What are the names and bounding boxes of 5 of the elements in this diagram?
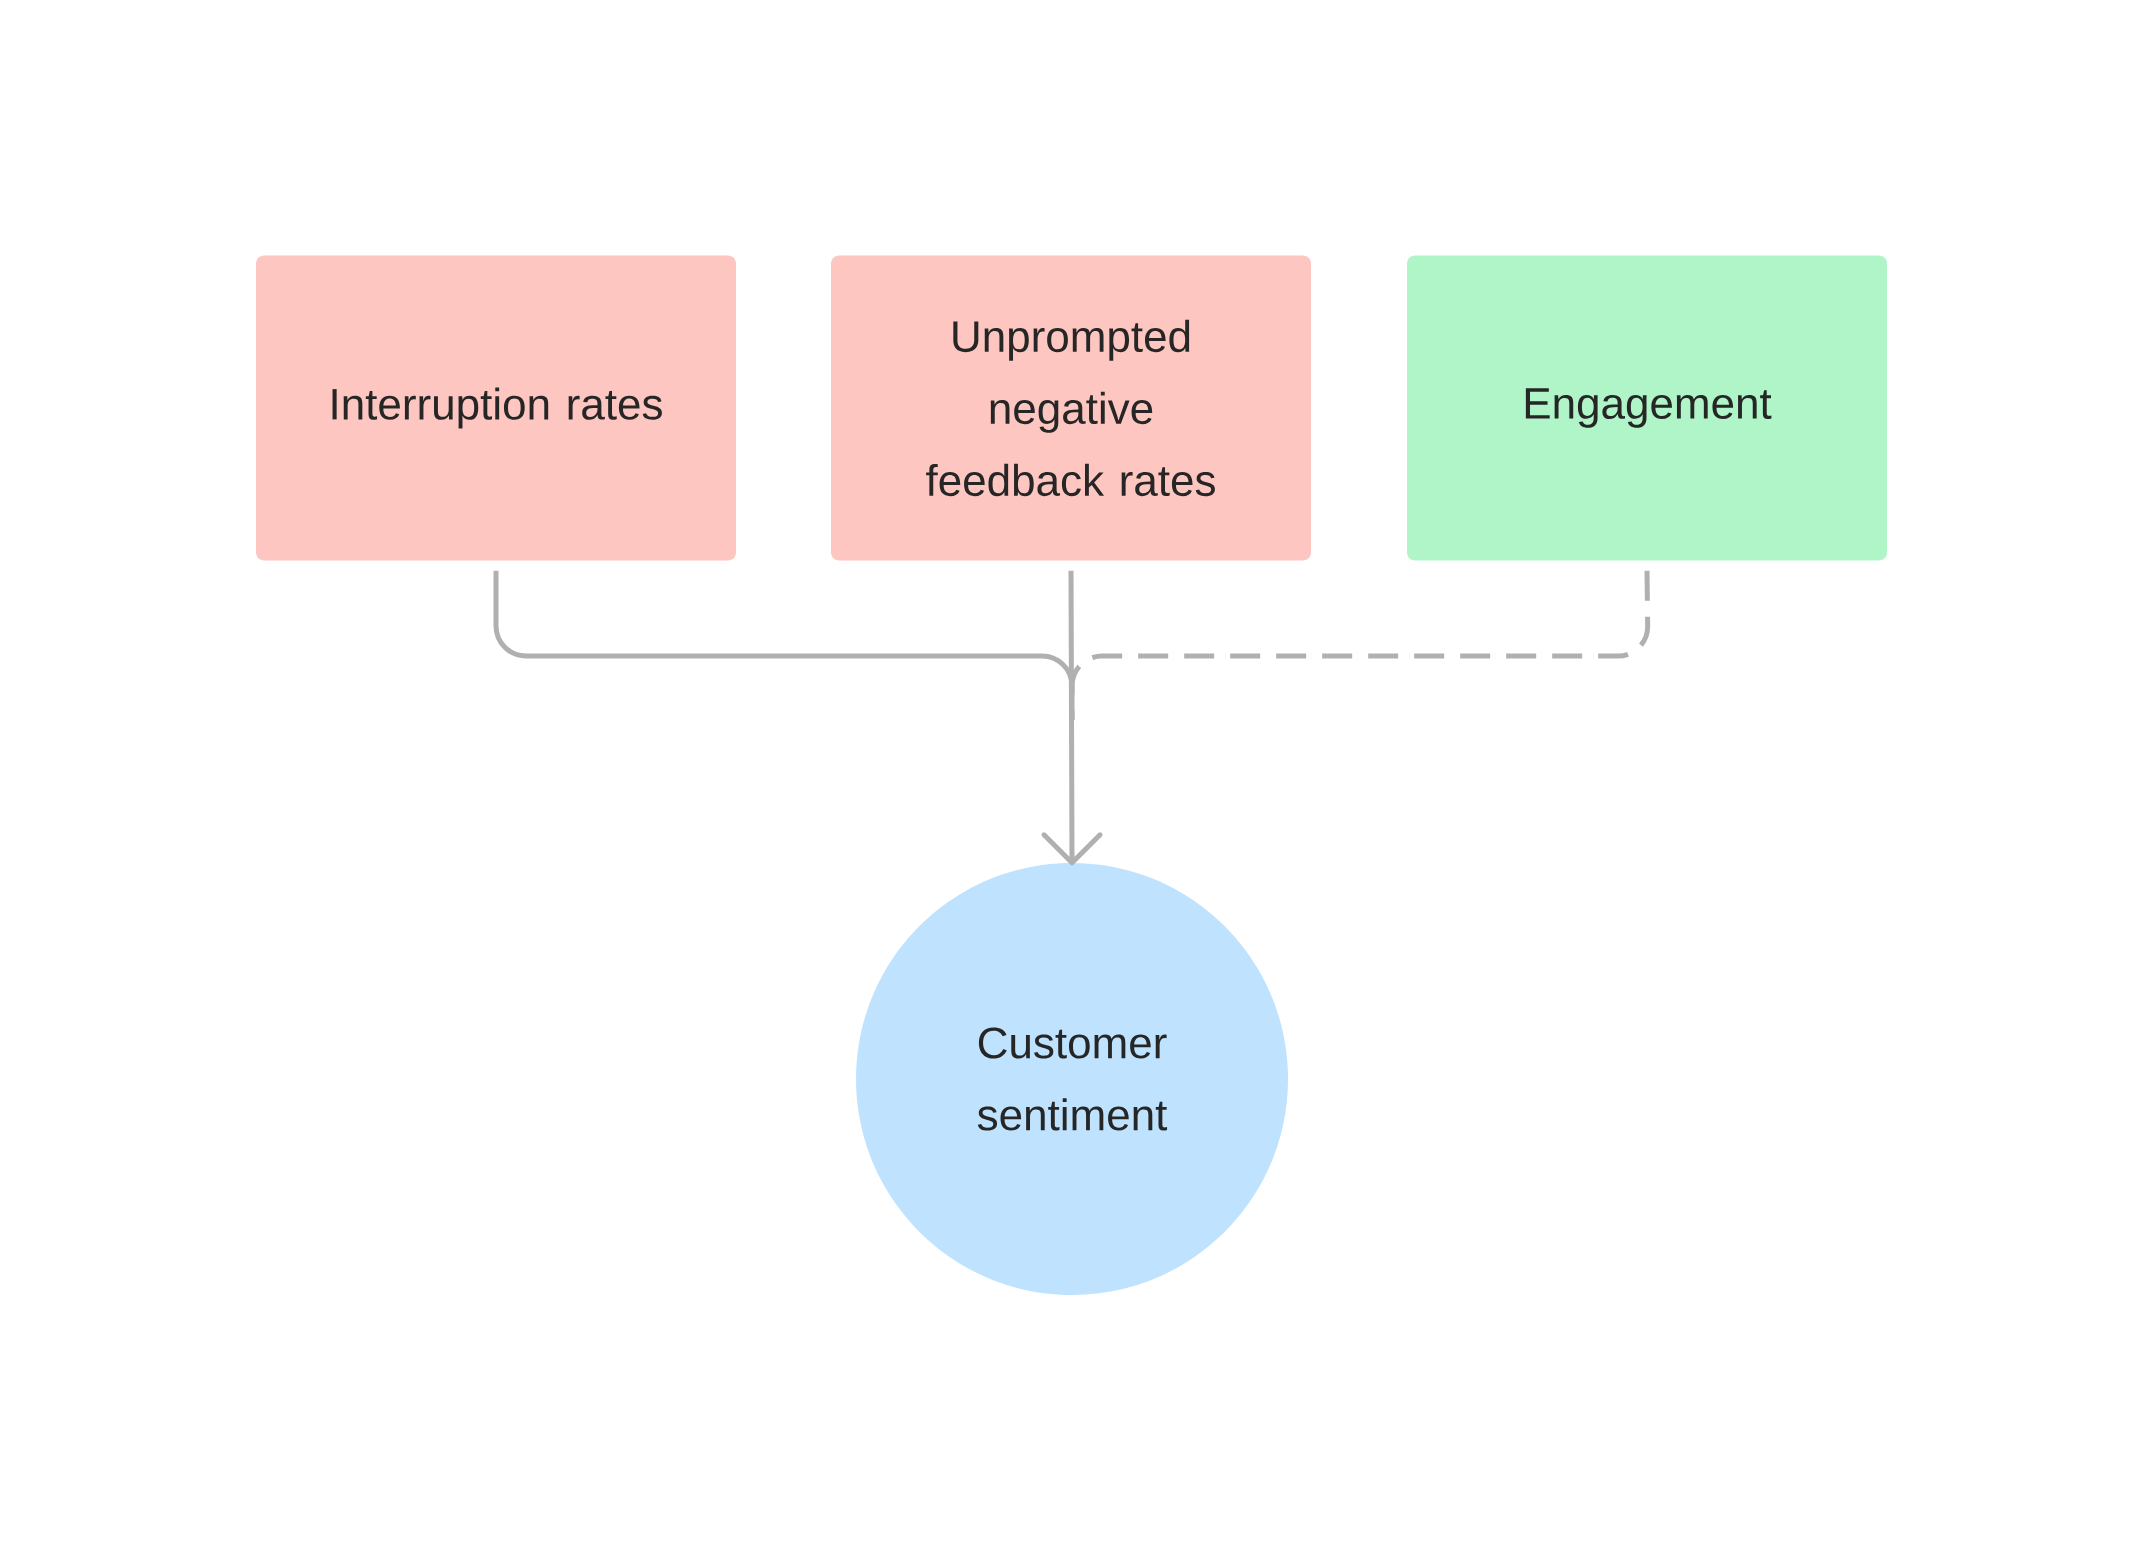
circle-node: Customer sentiment: [856, 863, 1288, 1295]
process-box: Engagement: [1407, 255, 1887, 561]
process-box: Interruption rates: [256, 255, 736, 561]
arrow: [1041, 570, 1103, 866]
process-box: Unprompted negative feedback rates: [831, 255, 1311, 561]
